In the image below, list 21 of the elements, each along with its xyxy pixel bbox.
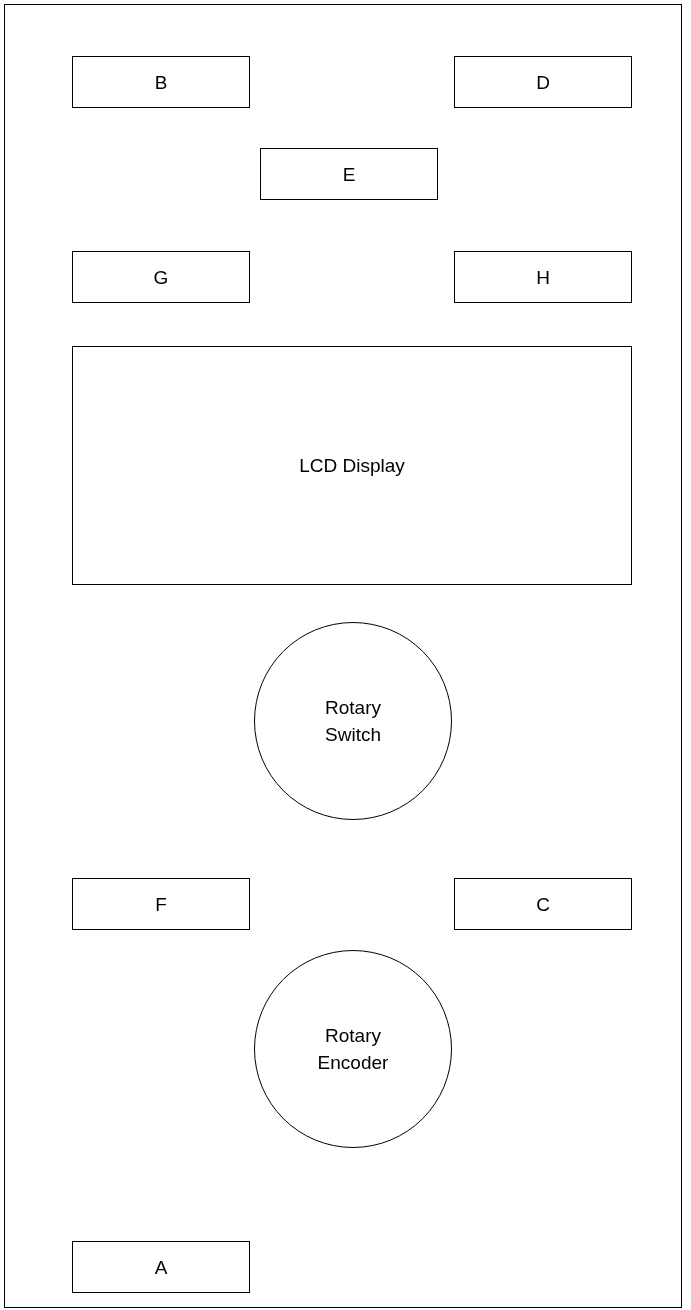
label-box [72, 56, 250, 108]
label-box [454, 56, 632, 108]
node-label: E [342, 162, 356, 187]
node-label: Rotary Switch [324, 696, 382, 747]
node-label: A [154, 1255, 168, 1280]
node-label: G [153, 265, 169, 290]
node-label: C [536, 892, 550, 917]
label-box [72, 346, 632, 585]
label-box [72, 251, 250, 303]
node-label: LCD Display [299, 454, 405, 478]
label-box [260, 148, 438, 200]
label-box [454, 878, 632, 930]
node-label: F [155, 892, 167, 917]
label-box [72, 1241, 250, 1293]
node-label: H [536, 265, 550, 290]
label-box [72, 878, 250, 930]
panel-outline [4, 4, 682, 1308]
label-box [454, 251, 632, 303]
node-label: B [154, 70, 168, 95]
node-label: D [536, 70, 550, 95]
node-label: Rotary Encoder [316, 1024, 390, 1075]
